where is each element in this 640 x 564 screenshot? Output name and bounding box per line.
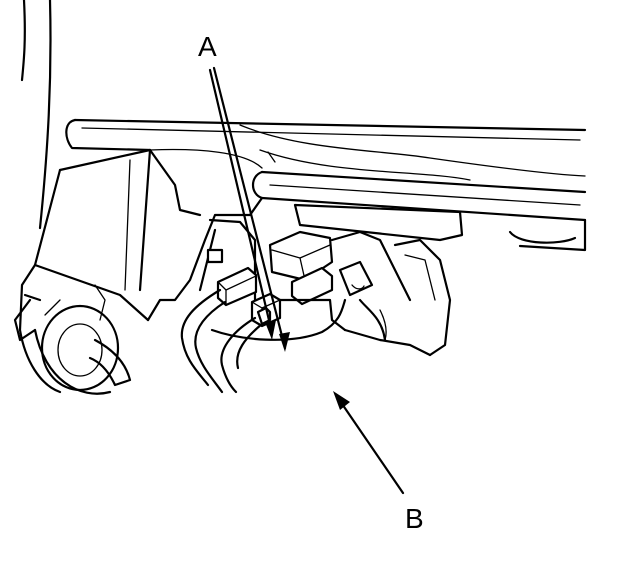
callout-label-b: B xyxy=(405,503,424,534)
callout-label-a: A xyxy=(198,31,217,62)
leader-a-1-arrowhead xyxy=(265,320,276,340)
connectors xyxy=(216,266,282,328)
leader-a-1 xyxy=(208,68,274,335)
dashboard-body xyxy=(65,118,587,181)
leader-a-2-arrowhead xyxy=(279,332,290,352)
leader-b xyxy=(336,396,405,495)
switch-bracket xyxy=(198,218,452,357)
wiring-harness xyxy=(180,288,264,394)
leader-a-2 xyxy=(212,66,287,350)
crossbar xyxy=(251,170,587,252)
side-panel xyxy=(20,0,52,230)
leader-b-arrowhead xyxy=(333,391,350,410)
left-housing xyxy=(13,148,264,395)
callout-leaders xyxy=(208,66,405,495)
